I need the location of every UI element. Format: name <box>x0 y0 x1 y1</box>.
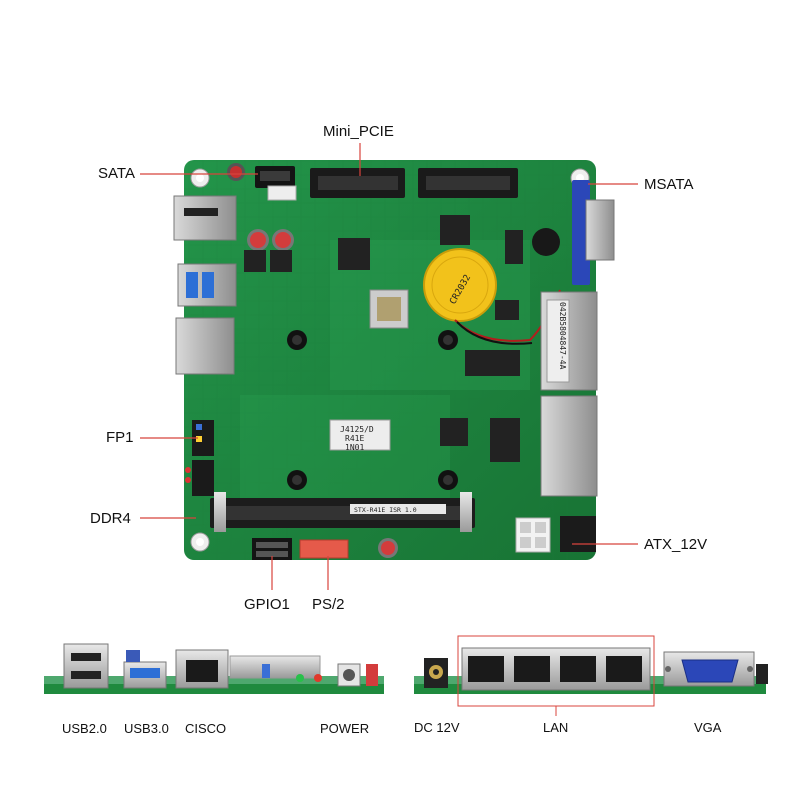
board-top-view: J4125/D R41E 1N01 CR2032 042B5804847-4A <box>173 160 615 560</box>
atx-12v-connector <box>515 516 596 553</box>
ps2-header <box>299 539 349 559</box>
label-sata: SATA <box>98 165 135 182</box>
label-vga: VGA <box>694 720 722 735</box>
usb2-port-front <box>63 643 109 689</box>
rear-panel <box>414 647 768 694</box>
lan-ports-top <box>540 291 598 497</box>
label-ps2: PS/2 <box>312 596 345 613</box>
label-cisco: CISCO <box>185 721 227 736</box>
board-id: STX-R41E ISR 1.0 <box>354 506 417 514</box>
label-usb20: USB2.0 <box>62 721 107 736</box>
capacitors <box>227 163 398 558</box>
cisco-port-top <box>175 317 235 375</box>
lan-ports-rear <box>461 647 651 691</box>
sata-connector <box>255 166 297 201</box>
label-gpio1: GPIO1 <box>244 596 290 613</box>
leader-lines <box>140 143 638 590</box>
vga-port-rear <box>663 651 755 687</box>
chips <box>244 215 523 462</box>
label-mini-pcie: Mini_PCIE <box>323 123 394 140</box>
cpu-label-1: J4125/D <box>340 425 374 434</box>
cpu-label-3: 1N01 <box>345 443 364 452</box>
usb2-port-top <box>173 195 237 241</box>
buzzer <box>532 228 560 256</box>
label-msata: MSATA <box>644 176 694 193</box>
label-usb30: USB3.0 <box>124 721 169 736</box>
label-atx-12v: ATX_12V <box>644 536 708 553</box>
cpu-label-2: R41E <box>345 434 364 443</box>
mini-pcie-slot <box>310 168 518 198</box>
label-dc12v: DC 12V <box>414 720 460 735</box>
mac-sticker: 042B5804847-4A <box>558 302 567 370</box>
front-panel <box>44 643 384 694</box>
label-ddr4: DDR4 <box>90 510 131 527</box>
label-lan: LAN <box>543 720 569 735</box>
fp1-header <box>185 420 214 496</box>
gpio1-header <box>252 538 292 560</box>
label-power: POWER <box>320 721 370 736</box>
label-fp1: FP1 <box>106 429 134 446</box>
ddr4-slot <box>210 492 475 532</box>
